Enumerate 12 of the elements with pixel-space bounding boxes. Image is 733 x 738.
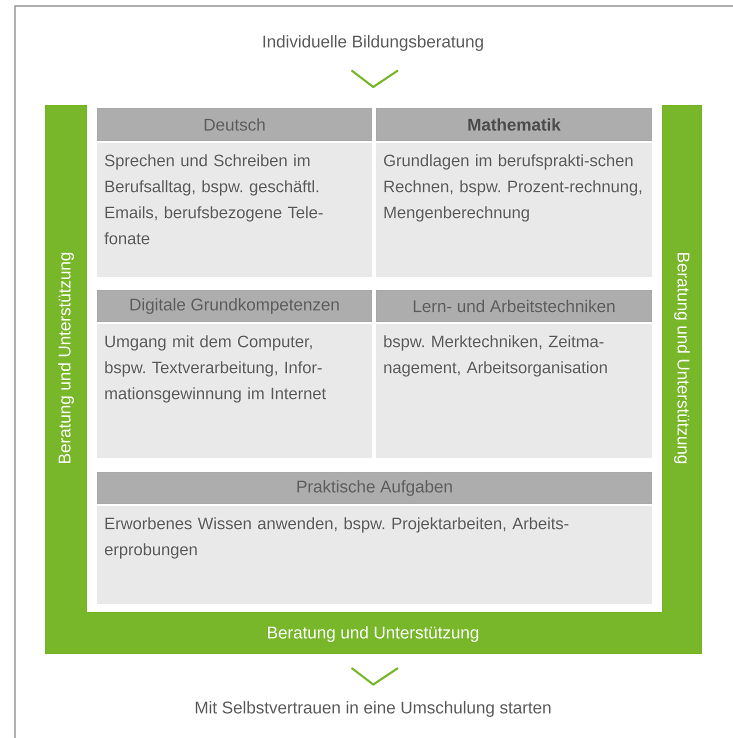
card-body: Sprechen und Schreiben im Berufsalltag, bspw. geschäftl. Emails, berufsbezogene Tele-fonate [97,143,372,277]
card-heading: Praktische Aufgaben [97,472,652,504]
card-body: Umgang mit dem Computer, bspw. Textverarbeitung, Infor-mationsgewinnung im Internet [97,324,372,458]
card-body: bspw. Merktechniken, Zeitma-nagement, Arbeitsorganisation [376,324,652,458]
card-heading: Deutsch [97,108,372,141]
card-body: Grundlagen im berufsprakti-schen Rechnen, bspw. Prozent-rechnung, Mengenberechnung [376,143,652,277]
card-heading: Lern- und Arbeitstechniken [376,290,652,322]
caption-text: Individuelle Bildungsberatung [264,35,483,51]
card-heading: Digitale Grundkompetenzen [97,290,372,322]
caption-text: Mit Selbstvertrauen in eine Umschulung starten [196,701,550,717]
card-body: Erworbenes Wissen anwenden, bspw. Projektarbeiten, Arbeits-erprobungen [97,506,652,604]
card-heading: Mathematik [376,108,652,141]
